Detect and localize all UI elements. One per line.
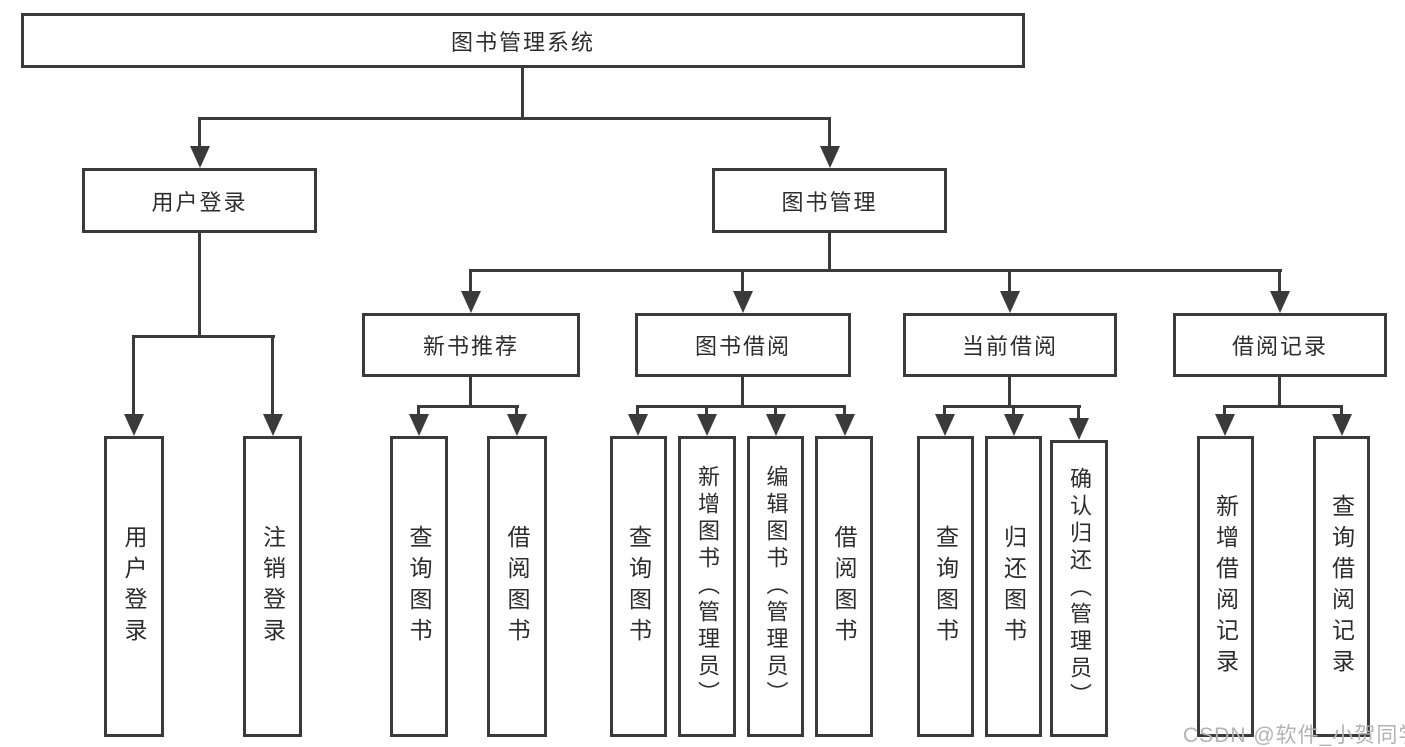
node-current-borrowing: 当前借阅: [903, 313, 1117, 377]
arrowhead-icon: [835, 414, 855, 436]
connector-mgmt-stem: [828, 233, 831, 272]
leaf-confirm-return-admin: 确认归还（管理员）: [1050, 440, 1108, 737]
node-label: 图书管理系统: [450, 29, 595, 55]
connector-login-stem: [198, 233, 201, 338]
connector-stem: [1012, 405, 1015, 414]
arrowhead-icon: [409, 414, 429, 436]
leaf-return-books: 归还图书: [985, 436, 1042, 737]
arrowhead-icon: [190, 146, 210, 168]
connector-root-stem: [521, 68, 524, 120]
connector-stem: [515, 405, 518, 414]
connector-rail: [1223, 405, 1343, 408]
leaf-label: 新增借阅记录: [1212, 493, 1239, 680]
connector-root-rail: [198, 117, 831, 120]
connector-stem: [705, 405, 708, 414]
connector-rail: [636, 405, 846, 408]
connector-stem: [1278, 269, 1281, 291]
leaf-label: 查询图书: [406, 524, 432, 649]
leaf-label: 归还图书: [1000, 524, 1027, 649]
leaf-label: 注销登录: [259, 524, 286, 649]
connector-stem: [1340, 405, 1343, 414]
leaf-label: 查询借阅记录: [1328, 493, 1355, 680]
connector-stem: [828, 117, 831, 146]
node-borrowing-records: 借阅记录: [1173, 313, 1387, 377]
arrowhead-icon: [697, 414, 717, 436]
node-library-system: 图书管理系统: [21, 13, 1025, 68]
connector-login-rail: [132, 335, 275, 338]
connector-stem: [1077, 405, 1080, 418]
arrowhead-icon: [507, 414, 527, 436]
node-label: 图书管理: [781, 189, 878, 215]
node-label: 新书推荐: [422, 334, 519, 359]
connector-mgmt-rail: [469, 269, 1282, 272]
leaf-query-books-current: 查询图书: [917, 436, 974, 737]
connector-stem: [1008, 377, 1011, 408]
arrowhead-icon: [1004, 414, 1024, 436]
arrowhead-icon: [1332, 414, 1352, 436]
connector-stem: [1223, 405, 1226, 414]
leaf-label: 编辑图书（管理员）: [763, 465, 789, 708]
node-user-login: 用户登录: [82, 168, 317, 233]
leaf-label: 新增图书（管理员）: [695, 465, 720, 708]
connector-stem: [636, 405, 639, 414]
leaf-label: 借阅图书: [831, 524, 857, 649]
node-book-borrowing: 图书借阅: [635, 313, 851, 377]
connector-stem: [943, 405, 946, 414]
connector-stem: [741, 377, 744, 408]
leaf-query-books-borrow: 查询图书: [610, 436, 667, 737]
arrowhead-icon: [461, 291, 481, 313]
arrowhead-icon: [628, 414, 648, 436]
leaf-query-books-recommend: 查询图书: [390, 436, 448, 737]
arrowhead-icon: [935, 414, 955, 436]
leaf-label: 查询图书: [932, 524, 959, 649]
connector-stem: [1008, 269, 1011, 291]
arrowhead-icon: [820, 146, 840, 168]
leaf-label: 借阅图书: [504, 524, 530, 649]
connector-stem: [843, 405, 846, 414]
leaf-user-login: 用户登录: [104, 436, 164, 737]
node-label: 借阅记录: [1231, 334, 1328, 359]
connector-stem: [417, 405, 420, 414]
leaf-query-borrow-record: 查询借阅记录: [1313, 436, 1370, 737]
node-new-book-recommend: 新书推荐: [362, 313, 580, 377]
arrowhead-icon: [1000, 291, 1020, 313]
arrowhead-icon: [124, 414, 144, 436]
leaf-add-books-admin: 新增图书（管理员）: [678, 436, 736, 737]
connector-stem: [271, 335, 274, 414]
arrowhead-icon: [1215, 414, 1235, 436]
leaf-label: 确认归还（管理员）: [1067, 467, 1092, 710]
node-label: 图书借阅: [694, 334, 791, 359]
leaf-add-borrow-record: 新增借阅记录: [1197, 436, 1254, 737]
node-label: 用户登录: [151, 189, 248, 215]
connector-rail: [417, 405, 519, 408]
leaf-borrow-books-recommend: 借阅图书: [487, 436, 547, 737]
connector-stem: [774, 405, 777, 414]
leaf-edit-books-admin: 编辑图书（管理员）: [747, 436, 804, 737]
node-book-management: 图书管理: [712, 168, 947, 233]
leaf-logout: 注销登录: [243, 436, 302, 737]
connector-stem: [741, 269, 744, 291]
leaf-label: 查询图书: [625, 524, 652, 649]
leaf-label: 用户登录: [121, 524, 147, 649]
connector-stem: [469, 269, 472, 291]
connector-stem: [469, 377, 472, 408]
arrowhead-icon: [263, 414, 283, 436]
arrowhead-icon: [733, 291, 753, 313]
arrowhead-icon: [1069, 418, 1089, 440]
arrowhead-icon: [766, 414, 786, 436]
node-label: 当前借阅: [961, 334, 1058, 359]
csdn-watermark: CSDN @软件_小贺同学: [1183, 724, 1405, 747]
connector-stem: [198, 117, 201, 146]
connector-stem: [1278, 377, 1281, 408]
arrowhead-icon: [1270, 291, 1290, 313]
leaf-borrow-books: 借阅图书: [815, 436, 873, 737]
connector-stem: [132, 335, 135, 414]
